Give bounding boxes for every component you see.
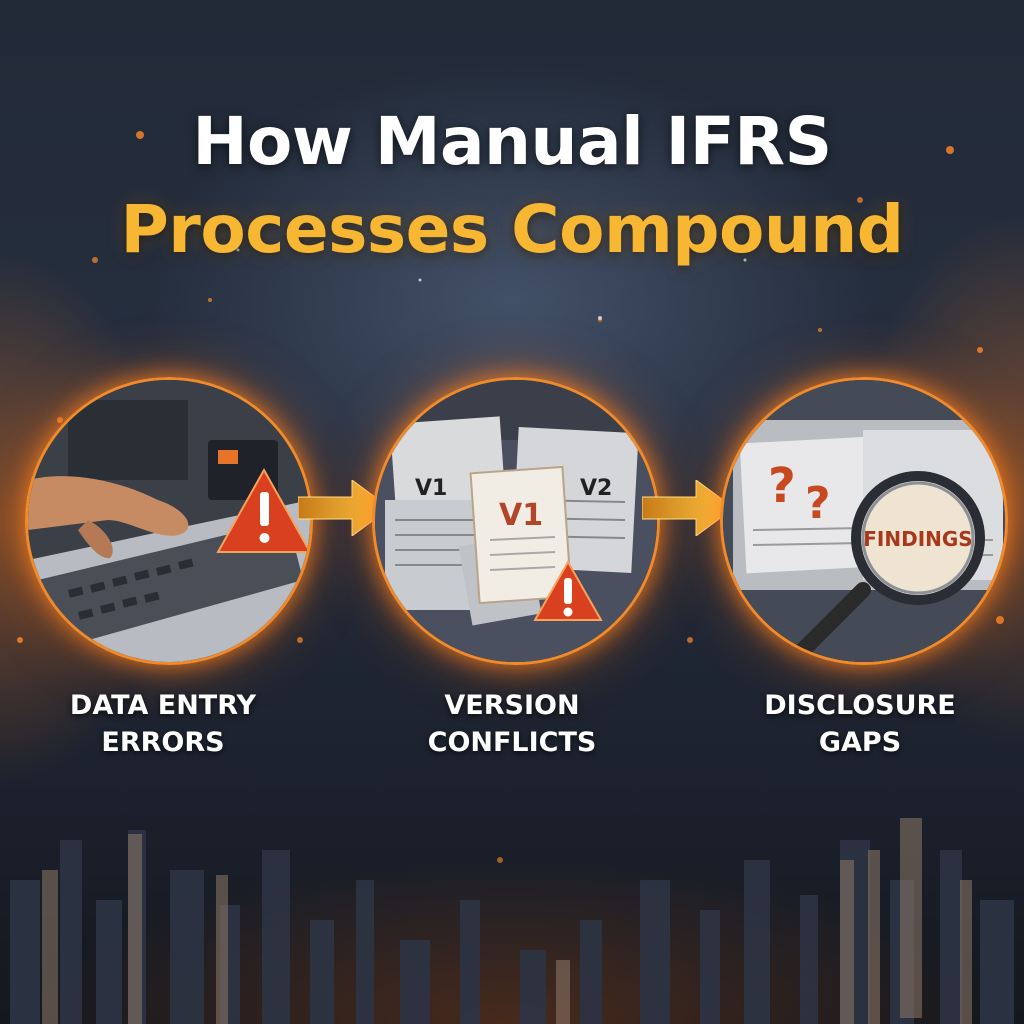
flow-arrow-icon xyxy=(298,480,390,536)
findings-text: FINDINGS xyxy=(863,527,972,551)
version-label-left: V1 xyxy=(415,476,447,501)
version-label-center: V1 xyxy=(499,498,543,533)
version-conflicts-illustration: V1 V1 V2 xyxy=(372,377,660,665)
flow-arrow-icon xyxy=(642,480,734,536)
disclosure-gaps-illustration: ? ? FINDINGS xyxy=(720,377,1008,665)
question-mark-1: ? xyxy=(768,458,796,514)
step-label-version-conflicts: VERSION CONFLICTS xyxy=(427,690,597,758)
version-label-right: V2 xyxy=(580,476,612,501)
title-line-1: How Manual IFRS xyxy=(192,103,832,180)
magnifier-icon: FINDINGS xyxy=(795,471,985,658)
data-entry-illustration xyxy=(25,377,313,665)
warning-icon xyxy=(216,467,310,553)
step-label-data-entry-errors: DATA ENTRY ERRORS xyxy=(69,690,257,758)
question-mark-2: ? xyxy=(805,478,831,529)
title-line-2: Processes Compound xyxy=(120,191,904,268)
step-label-disclosure-gaps: DISCLOSURE GAPS xyxy=(764,690,956,758)
warning-icon xyxy=(533,559,603,621)
